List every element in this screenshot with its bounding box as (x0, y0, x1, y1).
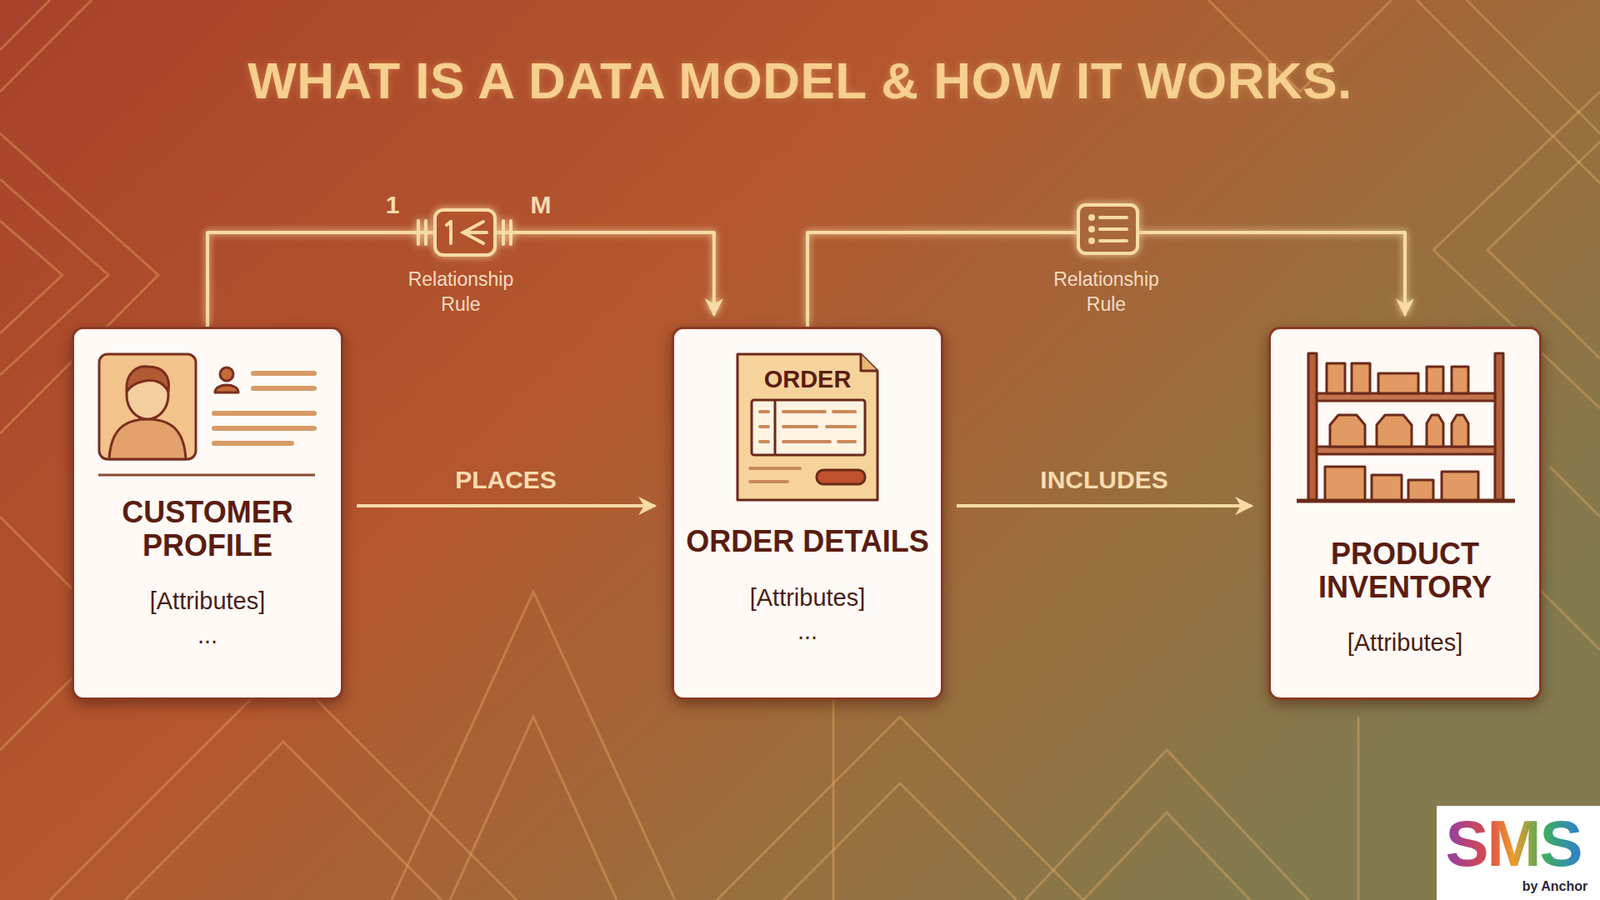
shelf-icon (1296, 353, 1515, 501)
one-to-many-symbol (418, 210, 511, 255)
relationship-label: Relationship Rule (1040, 267, 1174, 318)
entity-name: PRODUCT INVENTORY (1279, 537, 1531, 604)
attribute-list: [Attributes] (1279, 628, 1531, 658)
connector (356, 504, 655, 508)
cardinality-many: M (530, 190, 552, 220)
attribute-list: [Attributes] (82, 586, 333, 616)
diagram-title: WHAT IS A DATA MODEL & HOW IT WORKS. (0, 50, 1600, 112)
relationship-label: Relationship Rule (394, 267, 528, 318)
watermark-byline: by Anchor (1522, 879, 1589, 895)
relationship-verb: INCLUDES (1040, 465, 1168, 495)
entity-box: CUSTOMER PROFILE [Attributes]... (71, 326, 344, 700)
watermark-logo: SMS (1445, 810, 1581, 876)
more-ellipsis: ... (82, 620, 333, 650)
icon-caption: ORDER (764, 365, 852, 394)
connector (956, 504, 1252, 508)
entity-name: CUSTOMER PROFILE (82, 495, 333, 562)
watermark-panel (1436, 805, 1600, 900)
customer-icon (98, 354, 315, 475)
cardinality-one: 1 (385, 190, 400, 220)
entity-name: ORDER DETAILS (682, 525, 933, 559)
attribute-list: [Attributes] (682, 583, 933, 613)
relationship-verb: PLACES (455, 465, 557, 495)
entity-box: PRODUCT INVENTORY [Attributes] (1268, 326, 1542, 700)
order-document-icon (737, 354, 878, 500)
list-rule-symbol (1078, 205, 1138, 254)
more-ellipsis: ... (682, 616, 933, 646)
